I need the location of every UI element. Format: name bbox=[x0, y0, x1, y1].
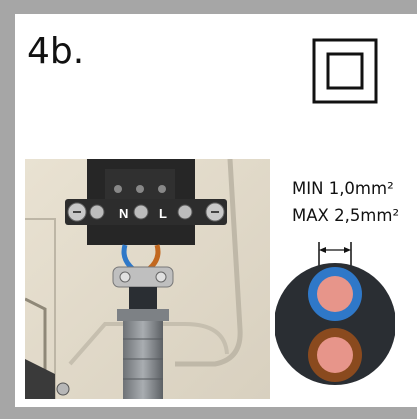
terminal-block-photo: N L bbox=[25, 159, 270, 399]
terminal-label-l: L bbox=[159, 206, 167, 221]
terminal-label-n: N bbox=[119, 206, 128, 221]
cable-gland bbox=[123, 321, 163, 399]
brown-conductor-core bbox=[317, 337, 353, 373]
cable-outer-sheath bbox=[275, 263, 395, 385]
class-ii-double-insulation-icon bbox=[312, 38, 378, 104]
cable-cross-section-diagram bbox=[275, 242, 395, 385]
instruction-panel: 4b. bbox=[15, 14, 417, 407]
min-wire-size: MIN 1,0mm² bbox=[292, 179, 394, 198]
step-label: 4b. bbox=[27, 31, 85, 72]
blue-conductor-core bbox=[317, 276, 353, 312]
max-wire-size: MAX 2,5mm² bbox=[292, 206, 400, 225]
